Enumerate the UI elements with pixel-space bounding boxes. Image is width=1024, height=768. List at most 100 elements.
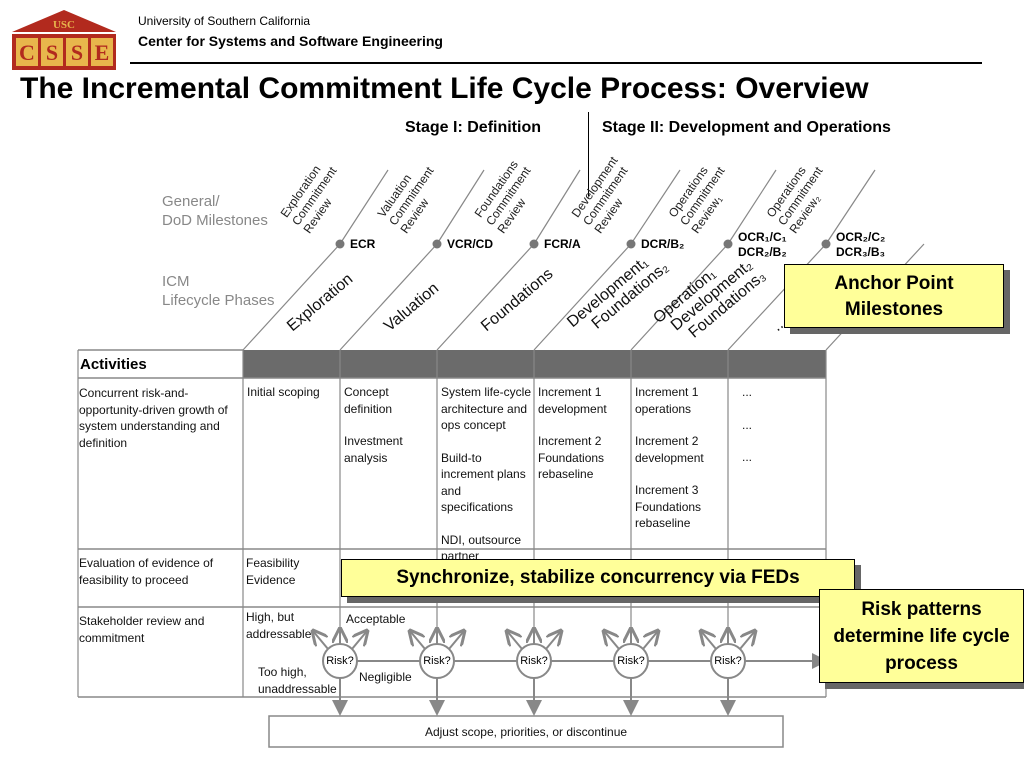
phase-divider xyxy=(727,243,827,351)
up-left-arrow xyxy=(604,631,620,650)
cell-line: Increment 1 development xyxy=(538,385,607,416)
cell-line: System life-cycle architecture and ops c… xyxy=(441,385,532,432)
cell-gap xyxy=(441,516,533,532)
phase-divider xyxy=(533,243,632,351)
center-name: Center for Systems and Software Engineer… xyxy=(138,33,443,49)
risk-label-3: Risk? xyxy=(617,655,645,667)
activities-header: Activities xyxy=(80,356,147,373)
logo-letter-tile xyxy=(66,38,88,66)
up-right-arrow xyxy=(739,631,755,650)
logo-letter-tile xyxy=(91,38,113,66)
cell-line: Initial scoping xyxy=(247,385,320,399)
cell-gap xyxy=(344,417,436,433)
negligible-label: Negligible xyxy=(359,670,412,684)
activity-cell-2: System life-cycle architecture and ops c… xyxy=(441,384,533,581)
cell-line: Increment 1 operations xyxy=(635,385,699,416)
milestone-label-2: FCR/A xyxy=(544,237,581,252)
feasibility-evidence: Feasibility Evidence xyxy=(246,556,300,587)
up-right-arrow xyxy=(642,631,658,650)
cell-line: Investment analysis xyxy=(344,434,403,465)
cell-line: ... xyxy=(742,385,753,399)
cell-gap xyxy=(742,433,834,449)
cell-line: Increment 3 Foundations rebaseline xyxy=(635,483,702,530)
milestone-line1: ECR xyxy=(350,237,376,251)
adjust-label: Adjust scope, priorities, or discontinue xyxy=(424,725,628,739)
cell-line: ... xyxy=(742,450,753,464)
milestone-line1: FCR/A xyxy=(544,237,581,251)
risk-label-4: Risk? xyxy=(714,655,742,667)
row-label-growth: Concurrent risk-and-opportunity-driven g… xyxy=(79,386,228,450)
milestone-dot xyxy=(723,239,733,249)
up-left-arrow xyxy=(410,631,426,650)
risk-patterns-callout: Risk patterns determine life cycle proce… xyxy=(819,589,1024,683)
general-milestones-label: General/ DoD Milestones xyxy=(162,193,268,229)
risk-label-2: Risk? xyxy=(520,655,548,667)
activity-cell-5: ......... xyxy=(742,384,834,466)
stage-1-label: Stage I: Definition xyxy=(405,119,541,136)
logo-letter: E xyxy=(95,40,110,65)
cell-gap xyxy=(742,401,834,417)
cell-gap xyxy=(635,466,727,482)
university-name: University of Southern California xyxy=(138,14,311,28)
review-line xyxy=(436,169,485,245)
up-right-arrow xyxy=(448,631,464,650)
milestone-line2: DCR₂/B₂ xyxy=(738,245,787,259)
icm-phases-label: ICM Lifecycle Phases xyxy=(162,273,275,309)
milestone-line1: OCR₂/C₂ xyxy=(836,230,886,244)
risk-label-0: Risk? xyxy=(326,655,354,667)
milestone-label-1: VCR/CD xyxy=(447,237,493,252)
cell-line: Increment 2 development xyxy=(635,434,704,465)
anchor-point-callout: Anchor Point Milestones xyxy=(784,264,1004,328)
too-high-label: Too high, unaddressable xyxy=(258,665,337,696)
cell-gap xyxy=(441,434,533,450)
logo-usc-text: USC xyxy=(53,19,75,31)
high-but-addressable: High, but addressable xyxy=(246,610,312,641)
milestone-line2: DCR₃/B₃ xyxy=(836,245,886,259)
cell-line: Concept definition xyxy=(344,385,393,416)
stage-divider xyxy=(588,112,589,196)
milestone-dot xyxy=(432,239,442,249)
logo-letter: S xyxy=(71,40,83,65)
phase-divider xyxy=(242,243,341,351)
logo-letter-tile xyxy=(16,38,38,66)
cell-gap xyxy=(635,417,727,433)
up-left-arrow xyxy=(507,631,523,650)
logo-letter: C xyxy=(19,40,35,65)
up-left-arrow xyxy=(701,631,717,650)
review-line xyxy=(825,169,876,245)
logo-letter: S xyxy=(46,40,58,65)
phase-divider xyxy=(630,243,729,351)
milestone-label-3: DCR/B₂ xyxy=(641,237,684,252)
review-line xyxy=(533,169,581,245)
slide-title: The Incremental Commitment Life Cycle Pr… xyxy=(20,72,869,105)
row-label-evidence: Evaluation of evidence of feasibility to… xyxy=(79,556,214,587)
up-left-arrow xyxy=(313,631,329,650)
row-label-stakeholder: Stakeholder review and commitment xyxy=(79,614,205,645)
adjust-box xyxy=(268,715,784,748)
up-right-arrow xyxy=(351,631,367,650)
sync-callout: Synchronize, stabilize concurrency via F… xyxy=(341,559,855,597)
review-line xyxy=(727,169,777,245)
milestone-label-0: ECR xyxy=(350,237,375,252)
milestone-dot xyxy=(529,239,539,249)
activity-cell-0: Initial scoping xyxy=(247,384,339,401)
review-line xyxy=(339,169,389,245)
milestone-line1: VCR/CD xyxy=(447,237,494,251)
acceptable-label: Acceptable xyxy=(346,612,406,626)
milestone-line1: DCR/B₂ xyxy=(641,237,685,251)
milestone-line1: OCR₁/C₁ xyxy=(738,230,787,244)
stage-2-label: Stage II: Development and Operations xyxy=(602,119,891,136)
cell-line: Build-to increment plans and specificati… xyxy=(441,450,526,515)
header-rule xyxy=(130,62,982,64)
phase-divider xyxy=(436,243,535,351)
up-right-arrow xyxy=(545,631,561,650)
cell-line: Increment 2 Foundations rebaseline xyxy=(538,434,605,481)
phase-divider xyxy=(339,243,438,351)
